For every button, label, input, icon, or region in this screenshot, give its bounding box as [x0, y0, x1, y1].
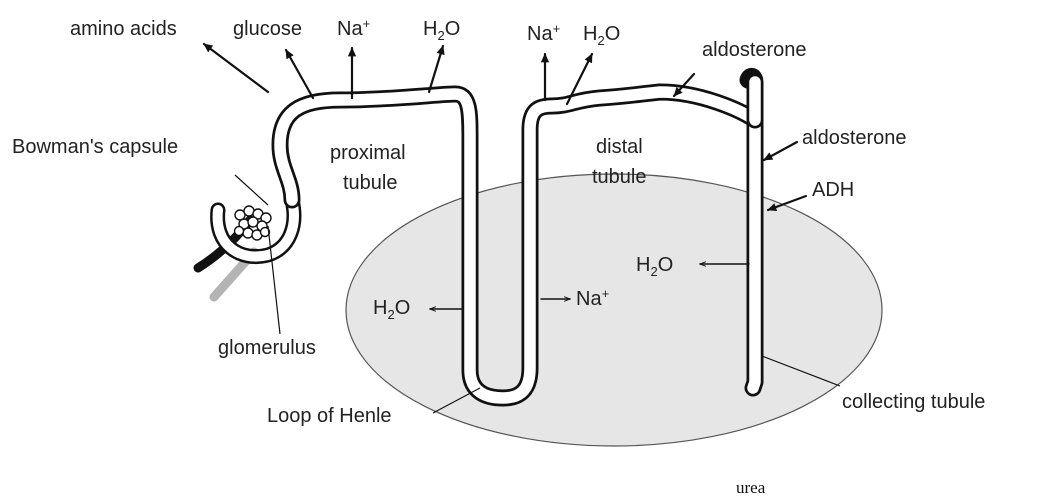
label-na-distal: Na+ [527, 21, 560, 45]
label-loop-of-henle: Loop of Henle [267, 405, 392, 427]
label-collecting-tubule: collecting tubule [842, 391, 985, 413]
label-bowmans-capsule: Bowman's capsule [12, 136, 178, 158]
collecting-duct-top [748, 76, 755, 120]
label-aldosterone-collecting: aldosterone [802, 127, 907, 149]
label-glomerulus: glomerulus [218, 337, 316, 359]
label-distal: distal [596, 136, 643, 158]
label-aldosterone-distal: aldosterone [702, 39, 807, 61]
label-proximal-tubule: tubule [343, 172, 398, 194]
label-amino-acids: amino acids [70, 18, 177, 40]
label-h2o-proximal: H2O [423, 18, 460, 43]
label-proximal: proximal [330, 142, 406, 164]
label-distal-tubule: tubule [592, 166, 647, 188]
glomerulus-shape [235, 206, 272, 240]
arrow-aldosterone-collecting [764, 142, 797, 160]
arrow-h2o-proximal [429, 46, 443, 92]
label-h2o-distal: H2O [583, 23, 620, 48]
medulla-region [346, 174, 882, 446]
arrow-glucose [286, 50, 313, 98]
arrow-amino-acids [204, 44, 268, 92]
leader-bowmans [235, 175, 268, 205]
label-na-proximal: Na+ [337, 16, 370, 40]
caption-urea: urea [736, 478, 765, 498]
label-adh: ADH [812, 179, 854, 201]
label-glucose: glucose [233, 18, 302, 40]
